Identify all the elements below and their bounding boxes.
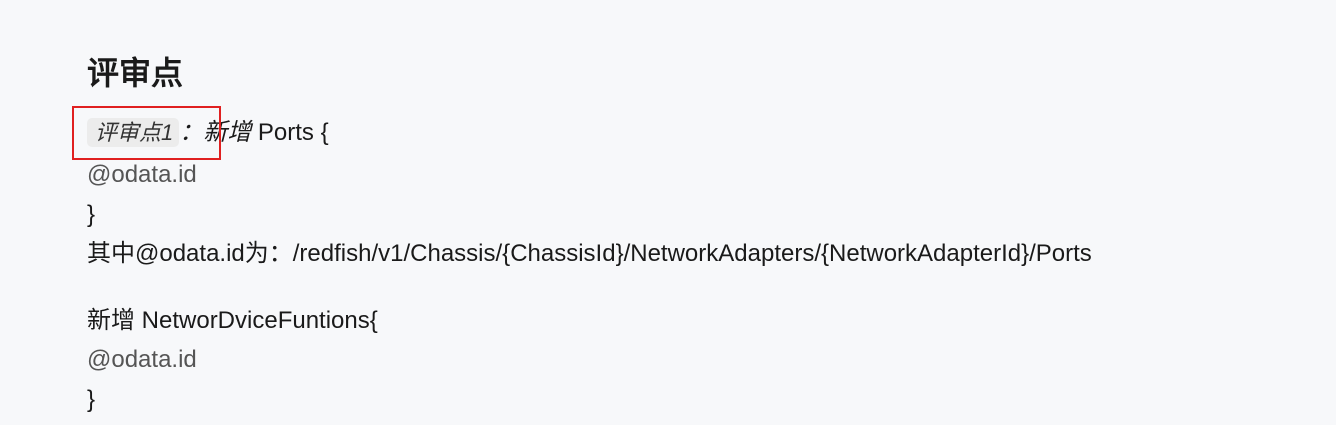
review-colon-new: ：新增 — [179, 119, 252, 146]
review-point-tag: 评审点1 — [87, 118, 180, 147]
odata-id-2: @odata.id — [87, 346, 197, 373]
odata-path-line: 其中@odata.id为：/redfish/v1/Chassis/{Chassi… — [87, 240, 1092, 267]
odata-id-1: @odata.id — [87, 161, 197, 188]
close-brace-1: } — [87, 201, 96, 228]
ports-text: Ports { — [251, 119, 329, 146]
highlight-box — [72, 106, 221, 160]
ports-line: 评审点1：新增 Ports { — [87, 118, 329, 148]
ndf-line: 新增 NetworDviceFuntions{ — [87, 307, 378, 334]
section-heading: 评审点 — [87, 55, 184, 91]
close-brace-2: } — [87, 386, 96, 413]
